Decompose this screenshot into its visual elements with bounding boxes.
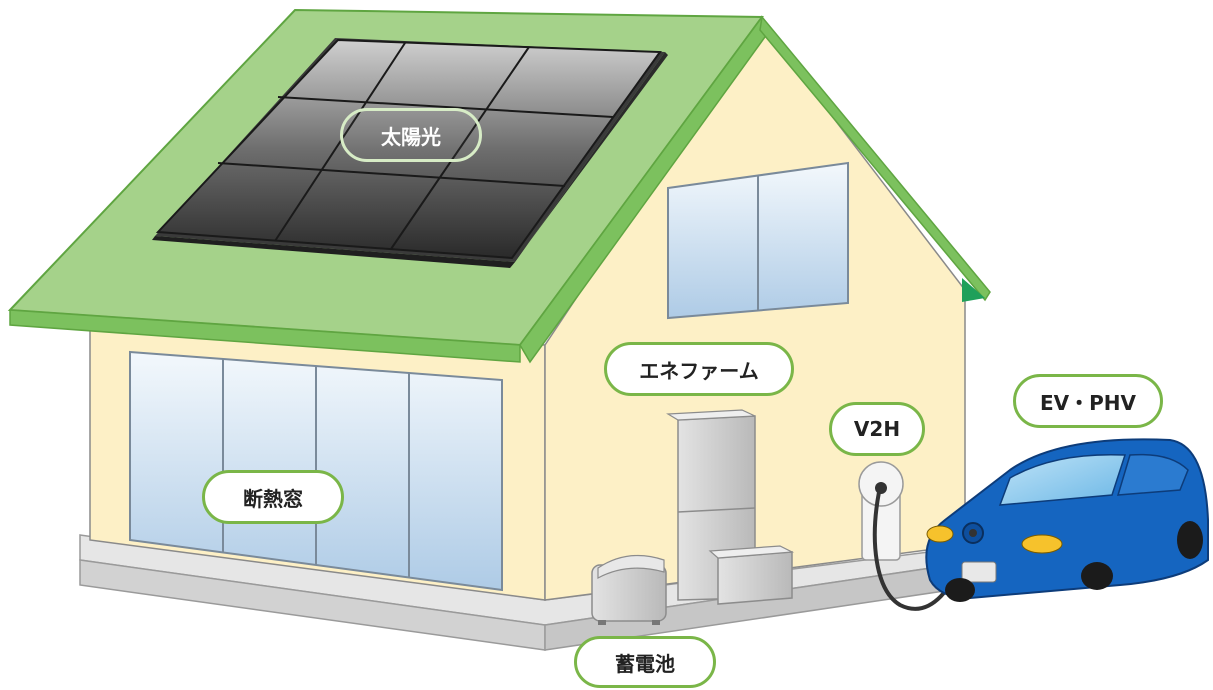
- label-ev-phv: EV・PHV: [1013, 374, 1163, 428]
- v2h-charger: [858, 461, 974, 611]
- label-storage-battery: 蓄電池: [574, 636, 716, 688]
- label-insulated-window: 断熱窓: [202, 470, 344, 524]
- foundation: [79, 534, 986, 651]
- label-ene-farm: エネファーム: [604, 342, 794, 396]
- ene-farm-unit: [666, 409, 795, 605]
- ev-car: [925, 438, 1209, 602]
- label-solar: 太陽光: [340, 108, 482, 162]
- solar-panels: [152, 38, 668, 268]
- storage-battery-unit: [591, 554, 667, 625]
- gable-window: [667, 161, 849, 320]
- label-v2h: V2H: [829, 402, 925, 456]
